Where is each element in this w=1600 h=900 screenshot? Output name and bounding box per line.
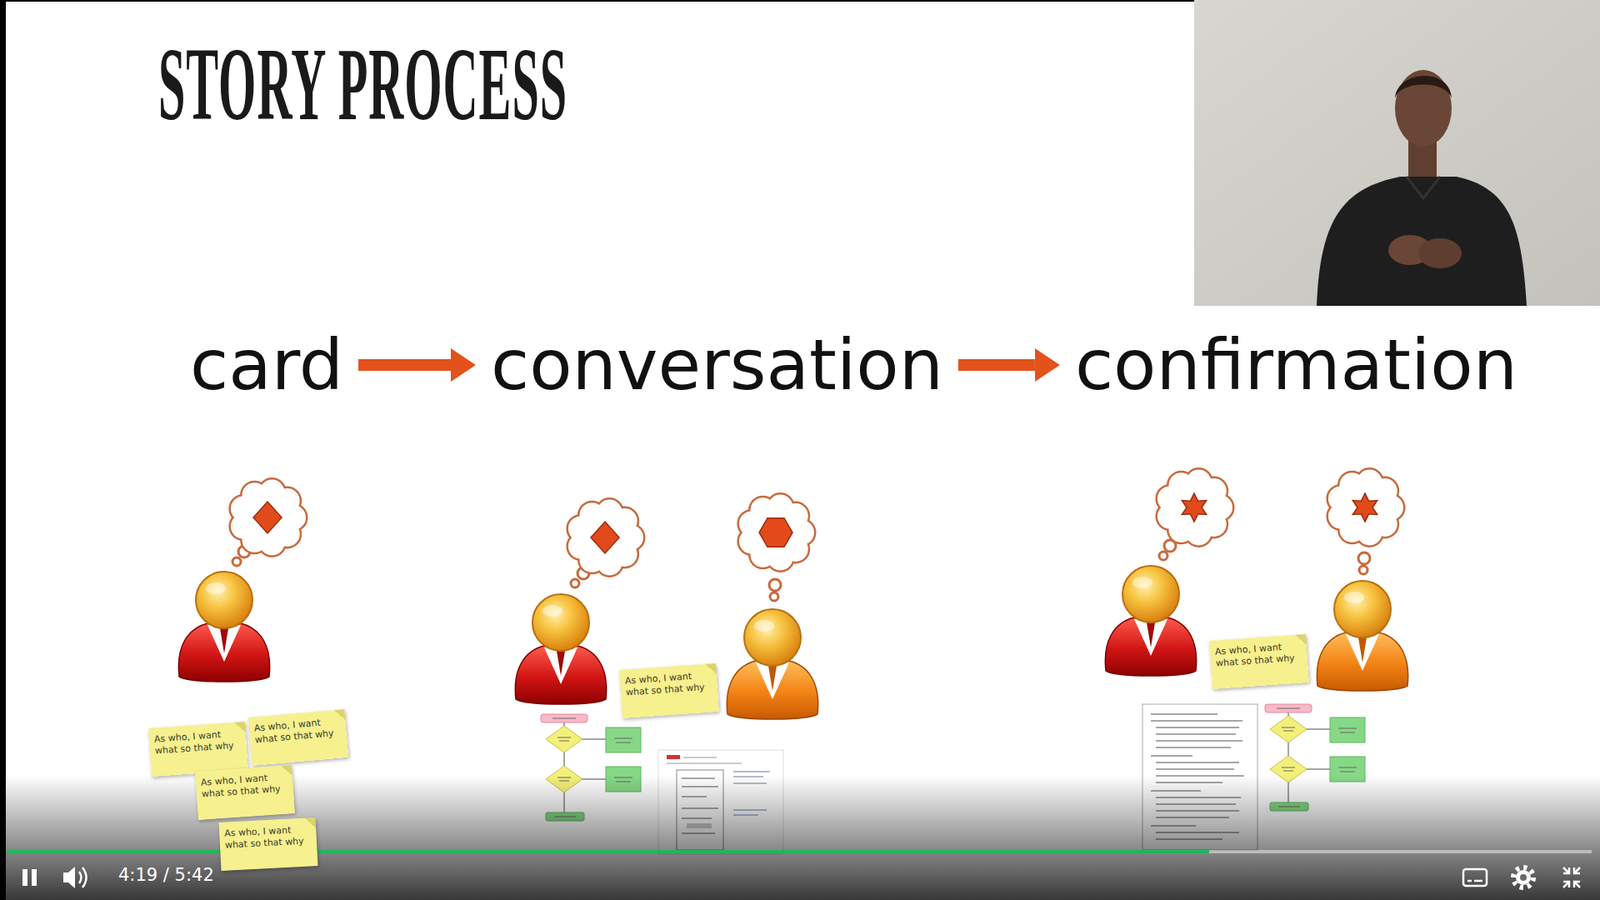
node-text: conversation (490, 323, 944, 408)
node-text: As who, I want what so that why (625, 669, 714, 699)
node-text: As who, I want what so that why (253, 715, 342, 747)
sticky-note: As who, I want what so that why (619, 663, 720, 719)
flow-arrow (958, 359, 1035, 371)
slide-title: STORY PROCESS (158, 33, 568, 137)
step-label: confirmation (1071, 323, 1521, 408)
node-text: As who, I want what so that why (200, 770, 290, 800)
node-text: As who, I want what so that why (224, 823, 312, 851)
presenter-video (1194, 0, 1600, 306)
node-text: As who, I want what so that why (154, 727, 243, 757)
node-text: card (190, 323, 344, 408)
step-label: card (186, 323, 347, 408)
sticky-note: As who, I want what so that why (248, 709, 350, 766)
sticky-note: As who, I want what so that why (195, 765, 295, 820)
sticky-note: As who, I want what so that why (1209, 634, 1310, 690)
node-text: As who, I want what so that why (1215, 640, 1304, 670)
time-readout: 4:19 / 5:42 (118, 865, 215, 886)
flow-arrow (358, 359, 451, 371)
step-label: conversation (487, 323, 947, 408)
node-text: confirmation (1075, 323, 1518, 408)
sticky-note: As who, I want what so that why (219, 817, 319, 871)
